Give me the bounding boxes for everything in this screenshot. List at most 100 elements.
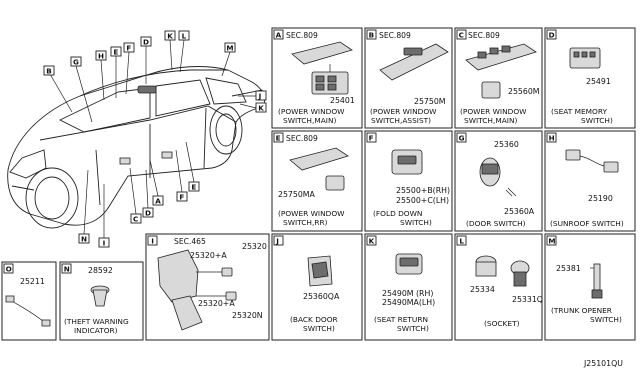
callout-L: L [178, 30, 190, 73]
svg-text:M: M [548, 236, 555, 245]
svg-text:SWITCH,ASSIST): SWITCH,ASSIST) [371, 116, 431, 125]
panel-F: F 25500+B(RH) 25500+C(LH) (FOLD DOWN SWI… [364, 130, 453, 232]
svg-text:25360QA: 25360QA [303, 292, 340, 301]
svg-text:D: D [145, 209, 151, 218]
svg-text:G: G [459, 133, 465, 142]
car-callouts: B G H E F D K L M J K E F A D C I N [43, 30, 267, 248]
svg-text:L: L [459, 236, 464, 245]
callout-M: M [221, 42, 236, 77]
svg-text:SEC.809: SEC.809 [468, 31, 500, 40]
svg-text:25750MA: 25750MA [278, 190, 316, 199]
svg-text:25401: 25401 [330, 96, 355, 105]
svg-text:(POWER WINDOW: (POWER WINDOW [370, 107, 437, 116]
svg-text:SWITCH): SWITCH) [581, 116, 613, 125]
svg-text:K: K [167, 32, 173, 41]
svg-text:F: F [126, 44, 131, 53]
svg-text:SWITCH): SWITCH) [397, 324, 429, 333]
svg-text:D: D [549, 30, 555, 39]
panel-G: G 25360 25360A (DOOR SWITCH) [454, 130, 543, 232]
svg-text:SEC.809: SEC.809 [286, 134, 318, 143]
panel-L: L 25334 25331Q (SOCKET) [454, 233, 543, 341]
svg-text:(POWER WINDOW: (POWER WINDOW [278, 209, 345, 218]
panel-I: I SEC.465 25320 25320+A 25320+A 25320N [145, 233, 270, 341]
svg-text:25211: 25211 [20, 277, 45, 286]
panel-J: J 25360QA (BACK DOOR SWITCH) [271, 233, 363, 341]
svg-text:I: I [103, 239, 106, 248]
callout-G: G [70, 56, 93, 123]
svg-text:(POWER WINDOW: (POWER WINDOW [460, 107, 527, 116]
svg-text:SEC.809: SEC.809 [286, 31, 318, 40]
callout-A: A [149, 159, 164, 206]
svg-text:E: E [276, 133, 281, 142]
callout-E-top: E [110, 46, 122, 98]
svg-text:C: C [459, 30, 464, 39]
svg-text:N: N [64, 264, 70, 273]
svg-text:SWITCH,MAIN): SWITCH,MAIN) [464, 116, 517, 125]
panel-E: E SEC.809 25750MA (POWER WINDOW SWITCH,R… [271, 130, 363, 232]
svg-text:SWITCH): SWITCH) [590, 315, 622, 324]
svg-text:B: B [369, 30, 374, 39]
svg-text:(SEAT MEMORY: (SEAT MEMORY [551, 107, 607, 116]
panel-B: B SEC.809 25750M (POWER WINDOW SWITCH,AS… [364, 27, 453, 129]
panel-M: M 25381 (TRUNK OPENER SWITCH) [544, 233, 636, 341]
svg-text:(POWER WINDOW: (POWER WINDOW [278, 107, 345, 116]
svg-text:B: B [46, 67, 51, 76]
svg-text:25331Q: 25331Q [512, 295, 543, 304]
svg-text:(SEAT RETURN: (SEAT RETURN [374, 315, 428, 324]
callout-F-top: F [123, 42, 135, 95]
svg-text:25490MA(LH): 25490MA(LH) [382, 298, 435, 307]
callout-E-right: E [185, 141, 200, 192]
callout-J: J [238, 90, 267, 101]
svg-text:J: J [275, 236, 279, 245]
svg-text:K: K [369, 236, 375, 245]
svg-text:I: I [151, 236, 154, 245]
svg-text:(BACK DOOR: (BACK DOOR [290, 315, 338, 324]
svg-text:H: H [549, 133, 555, 142]
svg-text:25320N: 25320N [232, 311, 263, 320]
diagram-code: J25101QU [583, 359, 623, 368]
svg-text:25560M: 25560M [508, 87, 540, 96]
svg-text:28592: 28592 [88, 266, 113, 275]
svg-text:(SUNROOF SWITCH): (SUNROOF SWITCH) [550, 219, 624, 228]
callout-N: N [78, 169, 90, 244]
svg-text:25320+A: 25320+A [198, 299, 235, 308]
svg-text:INDICATOR): INDICATOR) [74, 326, 118, 335]
callout-K-right: K [239, 102, 267, 113]
panel-K: K 25490M (RH) 25490MA(LH) (SEAT RETURN S… [364, 233, 453, 341]
svg-text:25381: 25381 [556, 264, 581, 273]
svg-text:25360A: 25360A [504, 207, 535, 216]
svg-text:O: O [6, 264, 12, 273]
callout-D-bottom: D [142, 169, 154, 218]
svg-text:F: F [369, 133, 374, 142]
svg-text:C: C [133, 215, 138, 224]
svg-text:J: J [258, 92, 262, 101]
svg-text:SWITCH,RR): SWITCH,RR) [283, 218, 328, 227]
callout-F-bottom: F [175, 149, 188, 202]
callout-B: B [43, 65, 73, 113]
svg-text:(SOCKET): (SOCKET) [484, 319, 520, 328]
svg-text:E: E [113, 48, 118, 57]
svg-text:25750M: 25750M [414, 97, 446, 106]
svg-text:A: A [276, 30, 282, 39]
svg-text:A: A [155, 197, 161, 206]
svg-text:SWITCH,MAIN): SWITCH,MAIN) [283, 116, 336, 125]
svg-text:D: D [143, 38, 149, 47]
svg-text:(TRUNK OPENER: (TRUNK OPENER [551, 306, 612, 315]
svg-text:25360: 25360 [494, 140, 519, 149]
svg-text:(DOOR SWITCH): (DOOR SWITCH) [466, 219, 526, 228]
svg-text:25490M (RH): 25490M (RH) [382, 289, 433, 298]
svg-text:SWITCH): SWITCH) [400, 218, 432, 227]
callout-H: H [95, 50, 107, 101]
svg-text:F: F [179, 193, 184, 202]
svg-text:SEC.809: SEC.809 [379, 31, 411, 40]
svg-text:25320: 25320 [242, 242, 267, 251]
svg-text:(FOLD DOWN: (FOLD DOWN [373, 209, 422, 218]
callout-D-top: D [140, 36, 152, 84]
svg-text:25334: 25334 [470, 285, 495, 294]
svg-text:N: N [81, 235, 87, 244]
svg-text:25500+C(LH): 25500+C(LH) [396, 196, 449, 205]
svg-text:25491: 25491 [586, 77, 611, 86]
panel-O: O 25211 [1, 261, 57, 341]
svg-text:SEC.465: SEC.465 [174, 237, 206, 246]
